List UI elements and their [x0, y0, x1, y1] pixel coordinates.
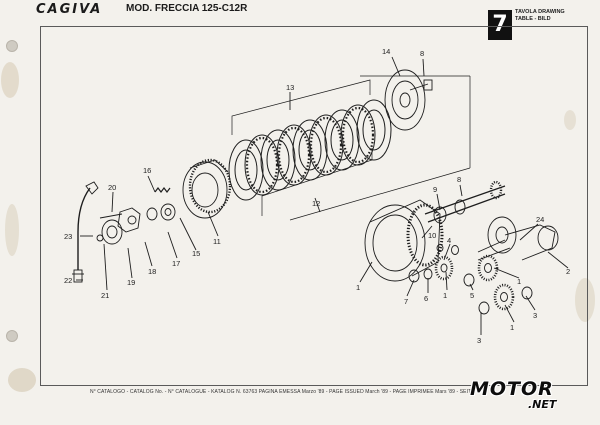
model-title: MOD. FRECCIA 125-C12R [126, 3, 248, 14]
table-number: 7 [488, 10, 512, 40]
callout: 2 [566, 267, 570, 276]
watermark-logo: MOTOR .NET [470, 378, 582, 414]
callout: 18 [148, 267, 156, 276]
punch-hole [6, 40, 18, 52]
callout: 19 [127, 278, 135, 287]
callout: 14 [382, 47, 390, 56]
callout: 3 [533, 311, 537, 320]
callout: 16 [143, 166, 151, 175]
callout: 1 [510, 323, 514, 332]
callout: 24 [536, 215, 544, 224]
brand-logo: CAGIVA [36, 2, 103, 17]
callout: 5 [470, 291, 474, 300]
callout: 23 [64, 232, 72, 241]
callout: 3 [477, 336, 481, 345]
callout: 13 [286, 83, 294, 92]
drawing-frame [40, 26, 588, 386]
callout-labels: 14 8 13 12 9 8 10 16 20 23 22 21 19 18 1… [64, 47, 570, 345]
callout: 17 [172, 259, 180, 268]
callout: 4 [447, 236, 451, 245]
callout: 11 [213, 237, 221, 246]
callout: 1 [517, 277, 521, 286]
callout: 20 [108, 183, 116, 192]
callout: 15 [192, 249, 200, 258]
footer-catalog-line: N° CATALOGO - CATALOG No. - N° CATALOGUE… [90, 389, 475, 395]
callout: 6 [424, 294, 428, 303]
table-label: TAVOLA DRAWING TABLE - BILD [515, 9, 565, 23]
callout: 21 [101, 291, 109, 300]
watermark-domain: .NET [528, 398, 557, 411]
callout: 7 [404, 297, 408, 306]
callout: 8 [457, 175, 461, 184]
table-label-line: TAVOLA DRAWING [515, 9, 565, 15]
callout: 12 [312, 199, 320, 208]
callout: 1 [356, 283, 360, 292]
table-label-line: TABLE - BILD [515, 16, 551, 22]
watermark-brand: MOTOR [470, 378, 554, 400]
callout: 8 [420, 49, 424, 58]
callout: 1 [443, 291, 447, 300]
callout: 10 [428, 231, 436, 240]
callout: 9 [433, 185, 437, 194]
callout: 22 [64, 276, 72, 285]
punch-hole [6, 330, 18, 342]
